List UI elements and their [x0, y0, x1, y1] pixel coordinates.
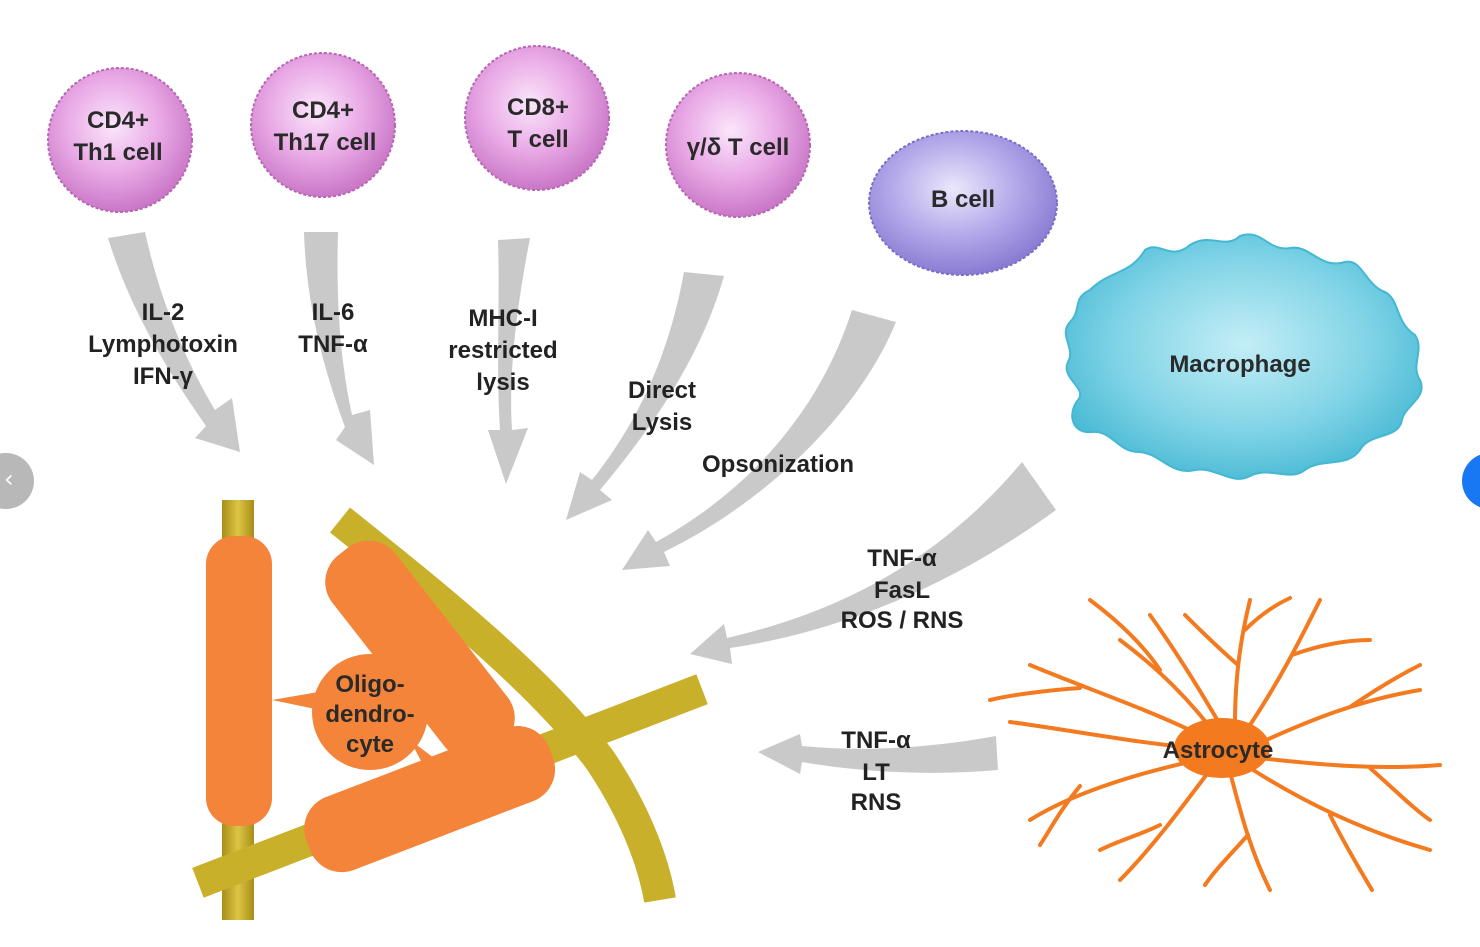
myelin-sheath [325, 540, 515, 760]
gd-mechanism: Lysis [632, 409, 692, 436]
next-button[interactable] [1462, 453, 1480, 509]
th1-label: CD4+ [87, 107, 149, 134]
arrows [108, 232, 1056, 774]
th17-cell [250, 52, 396, 198]
oligodendrocyte-label: Oligo- [335, 671, 404, 698]
axons-and-myelin [192, 500, 708, 920]
arrow-gd [566, 272, 724, 520]
th1-mechanism: IFN-γ [133, 363, 194, 390]
bcell-mechanism: Opsonization [702, 451, 854, 478]
cd8-label: CD8+ [507, 94, 569, 121]
astrocyte-mechanism: LT [862, 759, 890, 786]
oligodendrocyte-label: cyte [346, 731, 394, 758]
myelin-sheath [304, 725, 556, 873]
arrow-bcell [622, 310, 896, 570]
cd8-mechanism: lysis [476, 369, 529, 396]
th1-cell [47, 67, 193, 213]
astrocyte-body [1174, 718, 1270, 778]
th1-mechanism: Lymphotoxin [88, 331, 238, 358]
th17-label: Th17 cell [274, 129, 377, 156]
arrow-astrocyte [758, 734, 998, 774]
th17-mechanism: IL-6 [312, 299, 355, 326]
cd8-mechanism: MHC-I [468, 305, 537, 332]
macrophage-mechanism: TNF-α [867, 545, 937, 572]
macrophage-mechanism: FasL [874, 577, 930, 604]
macrophage-mechanism: ROS / RNS [841, 607, 964, 634]
astrocyte-mechanism: RNS [851, 789, 902, 816]
arrow-th17 [304, 232, 374, 465]
macrophage-label: Macrophage [1169, 351, 1310, 378]
b-cell-label: B cell [931, 186, 995, 213]
b-cell [868, 130, 1058, 276]
th1-label: Th1 cell [73, 139, 162, 166]
cd8-mechanism: restricted [448, 337, 557, 364]
myelin-sheath [206, 536, 272, 826]
gamma-delta-t-cell [665, 72, 811, 218]
astrocyte-label: Astrocyte [1163, 737, 1274, 764]
th17-mechanism: TNF-α [298, 331, 368, 358]
mechanism-labels: IL-2 Lymphotoxin IFN-γ IL-6 TNF-α MHC-I … [88, 299, 963, 816]
cd8-t-cell [464, 45, 610, 191]
gd-mechanism: Direct [628, 377, 696, 404]
arrow-cd8 [488, 238, 530, 484]
th17-label: CD4+ [292, 97, 354, 124]
oligodendrocyte-label: dendro- [325, 701, 414, 728]
astrocyte-mechanism: TNF-α [841, 727, 911, 754]
astrocyte [988, 596, 1442, 892]
gamma-delta-label: γ/δ T cell [687, 134, 790, 161]
cell-labels: CD4+ Th1 cell CD4+ Th17 cell CD8+ T cell… [73, 94, 1310, 764]
oligodendrocyte-body [312, 654, 428, 770]
macrophage [1064, 233, 1423, 480]
cd8-label: T cell [507, 126, 568, 153]
th1-mechanism: IL-2 [142, 299, 185, 326]
arrow-macrophage [690, 462, 1056, 664]
arrow-th1 [108, 232, 240, 452]
chevron-left-icon: ‹ [4, 465, 14, 493]
